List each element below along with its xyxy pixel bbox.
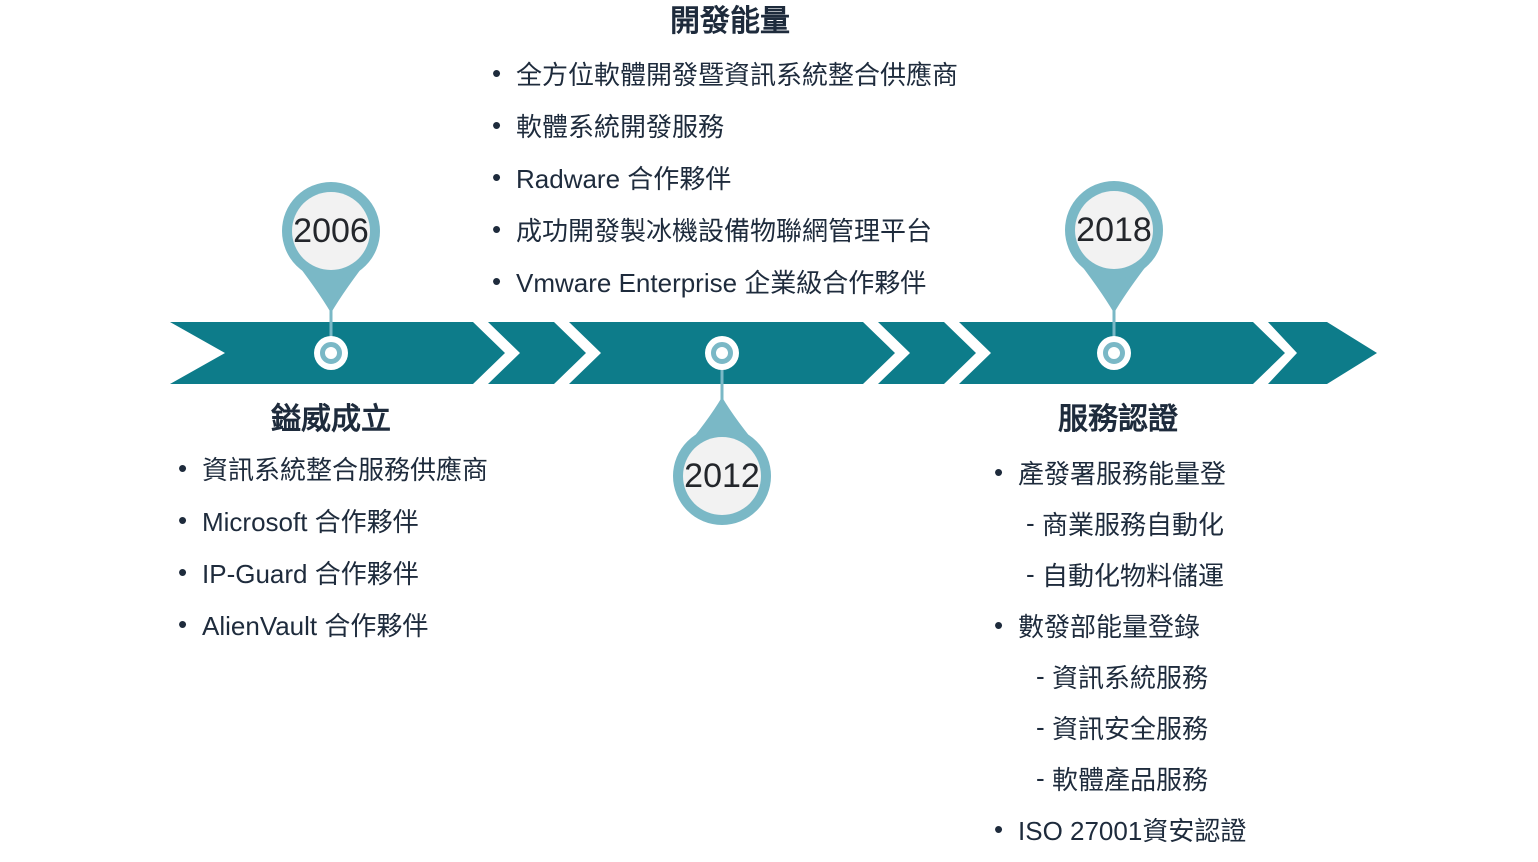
milestone-item-list: •產發署服務能量登 -商業服務自動化 -自動化物料儲運 •數發部能量登錄 -資訊… — [982, 447, 1254, 855]
pin-circle-inner — [292, 192, 370, 270]
list-item: • 成功開發製冰機設備物聯網管理平台 — [492, 203, 980, 255]
list-item: • 數發部能量登錄 — [994, 600, 1254, 651]
chevron-icon — [878, 322, 976, 384]
timeline-ring-2018 — [1097, 336, 1131, 370]
bullet-icon: • — [178, 504, 188, 535]
list-item-text: ISO 27001資安認證 — [1018, 816, 1247, 846]
list-item-text: 數發部能量登錄 — [1018, 612, 1201, 642]
chevron-icon — [488, 322, 586, 384]
list-item: • Vmware Enterprise 企業級合作夥伴 — [492, 255, 980, 307]
milestone-block-2012: 開發能量 • 全方位軟體開發暨資訊系統整合供應商 • 軟體系統開發服務 • Radwa… — [480, 5, 980, 307]
list-item-text: 資訊系統整合服務供應商 — [202, 454, 489, 485]
list-item-text: Vmware Enterprise 企業級合作夥伴 — [516, 267, 927, 298]
list-item: -資訊安全服務 — [994, 702, 1254, 753]
list-item-text: 成功開發製冰機設備物聯網管理平台 — [516, 215, 933, 246]
list-item-text: 自動化物料儲運 — [1042, 561, 1225, 591]
milestone-title: 開發能量 — [670, 5, 790, 38]
list-item-text: 產發署服務能量登 — [1018, 459, 1227, 489]
year-pin-2018 — [1065, 181, 1163, 313]
ring-mid — [711, 342, 733, 364]
milestone-block-2006: 鎰威成立 • 資訊系統整合服務供應商 • Microsoft 合作夥伴 • IP-Gu… — [166, 403, 496, 650]
milestone-item-list: • 資訊系統整合服務供應商 • Microsoft 合作夥伴 • IP-Guard 合… — [166, 442, 496, 650]
bullet-icon: • — [994, 814, 1004, 844]
list-item: • Radware 合作夥伴 — [492, 151, 980, 203]
bullet-icon: • — [178, 608, 188, 639]
list-item: -資訊系統服務 — [994, 651, 1254, 702]
list-item: -商業服務自動化 — [994, 498, 1254, 549]
milestone-block-2018: 服務認證 •產發署服務能量登 -商業服務自動化 -自動化物料儲運 •數發部能量登… — [982, 403, 1254, 855]
list-item: • 產發署服務能量登 — [994, 447, 1254, 498]
ring-mid — [320, 342, 342, 364]
list-item: • ISO 27001資安認證 — [994, 804, 1254, 855]
bullet-icon: • — [178, 452, 188, 483]
list-item: • 軟體系統開發服務 — [492, 99, 980, 151]
year-pin-2012 — [673, 397, 771, 525]
list-item-text: Radware 合作夥伴 — [516, 163, 732, 194]
list-item-text: 資訊安全服務 — [1052, 714, 1209, 744]
list-item: -自動化物料儲運 — [994, 549, 1254, 600]
list-item-text: 全方位軟體開發暨資訊系統整合供應商 — [516, 59, 959, 90]
list-item-text: IP-Guard 合作夥伴 — [202, 558, 419, 589]
list-item-text: 資訊系統服務 — [1052, 663, 1209, 693]
dash-icon: - — [1036, 661, 1045, 691]
milestone-title: 服務認證 — [1058, 403, 1178, 436]
bullet-icon: • — [994, 457, 1004, 487]
list-item: -軟體產品服務 — [994, 753, 1254, 804]
list-item-text: 商業服務自動化 — [1042, 510, 1225, 540]
list-item-text: 軟體系統開發服務 — [516, 111, 725, 142]
year-label-2012: 2012 — [684, 457, 760, 495]
year-label-2006: 2006 — [293, 212, 369, 250]
dash-icon: - — [1026, 559, 1035, 589]
dash-icon: - — [1036, 763, 1045, 793]
bullet-icon: • — [178, 556, 188, 587]
list-item: • IP-Guard 合作夥伴 — [178, 546, 496, 598]
bullet-icon: • — [492, 213, 502, 244]
list-item: • AlienVault 合作夥伴 — [178, 598, 496, 650]
dash-icon: - — [1026, 508, 1035, 538]
pin-circle-inner — [1075, 191, 1153, 269]
bullet-icon: • — [492, 265, 502, 296]
list-item-text: AlienVault 合作夥伴 — [202, 610, 429, 641]
timeline-ring-2006 — [314, 336, 348, 370]
arrow-head-icon — [1268, 322, 1377, 384]
list-item: • 全方位軟體開發暨資訊系統整合供應商 — [492, 47, 980, 99]
list-item-text: Microsoft 合作夥伴 — [202, 506, 419, 537]
bullet-icon: • — [492, 109, 502, 140]
bullet-icon: • — [492, 57, 502, 88]
bullet-icon: • — [492, 161, 502, 192]
milestone-item-list: • 全方位軟體開發暨資訊系統整合供應商 • 軟體系統開發服務 • Radware 合作… — [480, 47, 980, 307]
dash-icon: - — [1036, 712, 1045, 742]
list-item: • Microsoft 合作夥伴 — [178, 494, 496, 546]
pin-circle-inner — [683, 437, 761, 515]
timeline-ring-2012 — [705, 336, 739, 370]
year-label-2018: 2018 — [1076, 211, 1152, 249]
milestone-title: 鎰威成立 — [271, 403, 391, 436]
year-pin-2006 — [282, 182, 380, 313]
ring-mid — [1103, 342, 1125, 364]
bullet-icon: • — [994, 610, 1004, 640]
list-item: • 資訊系統整合服務供應商 — [178, 442, 496, 494]
list-item-text: 軟體產品服務 — [1052, 765, 1209, 795]
